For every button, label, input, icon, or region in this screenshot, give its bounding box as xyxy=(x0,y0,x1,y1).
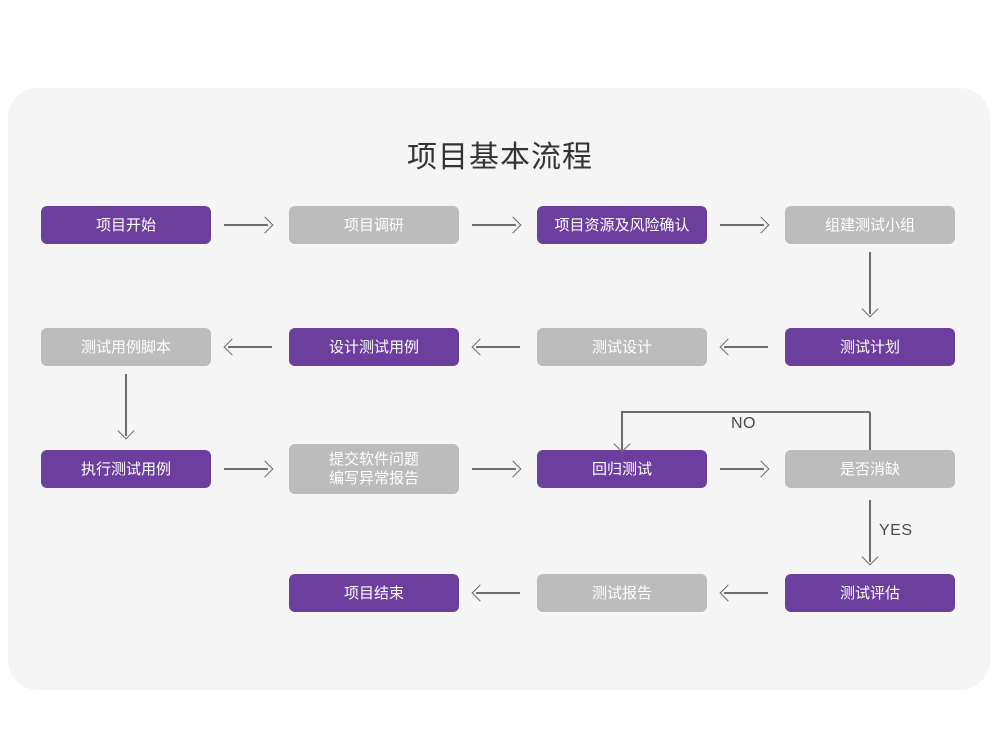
connector-line-r1-1 xyxy=(224,224,268,226)
connector-line-r3-2 xyxy=(472,468,516,470)
flow-node-defect-resolved-decision[interactable]: 是否消缺 xyxy=(785,450,955,488)
connector-line-no-down xyxy=(621,411,623,450)
flow-node-test-design[interactable]: 测试设计 xyxy=(537,328,707,366)
flow-node-regression-test[interactable]: 回归测试 xyxy=(537,450,707,488)
connector-line-r3-3 xyxy=(720,468,764,470)
flow-node-submit-issue-report[interactable]: 提交软件问题 编写异常报告 xyxy=(289,444,459,494)
connector-line-r4-2 xyxy=(724,592,768,594)
connector-line-r1-2 xyxy=(472,224,516,226)
edge-label-yes: YES xyxy=(879,522,913,539)
flow-node-project-start[interactable]: 项目开始 xyxy=(41,206,211,244)
page-title: 项目基本流程 xyxy=(407,141,593,174)
flow-node-resource-risk-confirm[interactable]: 项目资源及风险确认 xyxy=(537,206,707,244)
connector-line-r2-1 xyxy=(228,346,272,348)
flow-node-test-case-script[interactable]: 测试用例脚本 xyxy=(41,328,211,366)
connector-line-no-up xyxy=(869,412,871,450)
connector-line-r1-to-r2-right xyxy=(869,252,871,314)
flow-node-project-research[interactable]: 项目调研 xyxy=(289,206,459,244)
flow-node-execute-test-case[interactable]: 执行测试用例 xyxy=(41,450,211,488)
flow-node-design-test-case[interactable]: 设计测试用例 xyxy=(289,328,459,366)
flow-node-test-evaluation[interactable]: 测试评估 xyxy=(785,574,955,612)
connector-line-r4-1 xyxy=(476,592,520,594)
connector-line-r2-to-r3-left xyxy=(125,374,127,436)
flow-node-project-end[interactable]: 项目结束 xyxy=(289,574,459,612)
flow-node-test-report[interactable]: 测试报告 xyxy=(537,574,707,612)
connector-line-r2-3 xyxy=(724,346,768,348)
connector-line-no-across xyxy=(621,411,870,413)
connector-line-yes xyxy=(869,500,871,562)
flow-node-build-test-team[interactable]: 组建测试小组 xyxy=(785,206,955,244)
connector-line-r3-1 xyxy=(224,468,268,470)
edge-label-no: NO xyxy=(731,415,756,432)
flow-node-test-plan[interactable]: 测试计划 xyxy=(785,328,955,366)
connector-line-r2-2 xyxy=(476,346,520,348)
connector-line-r1-3 xyxy=(720,224,764,226)
